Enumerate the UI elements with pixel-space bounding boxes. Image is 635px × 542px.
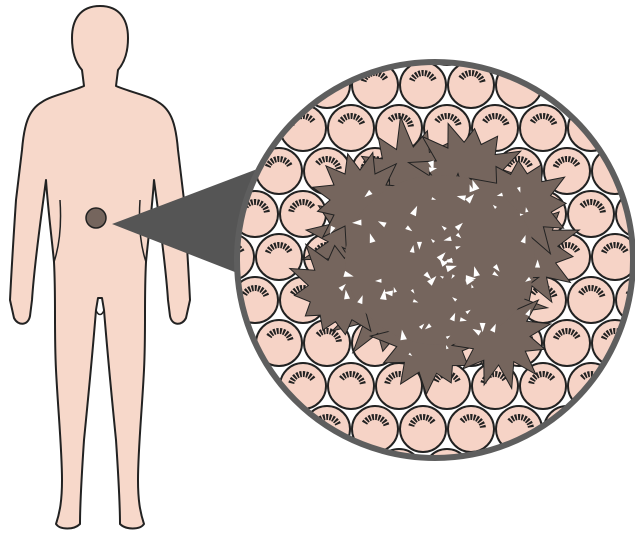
cell-icon [520,19,566,65]
cell-icon [256,148,302,194]
cell-icon [328,449,374,495]
cell-icon [328,363,374,409]
cell-icon [568,19,614,65]
cell-icon [592,62,635,108]
cell-icon [520,105,566,151]
magnified-view [184,19,635,495]
tissue-cells [184,19,635,495]
cell-icon [616,105,635,151]
cell-icon [232,449,278,495]
cell-icon [184,105,230,151]
cell-icon [208,62,254,108]
cell-icon [544,406,590,452]
cell-icon [520,449,566,495]
cell-icon [592,406,635,452]
cell-icon [544,320,590,366]
cell-icon [280,363,326,409]
cell-icon [208,406,254,452]
cell-icon [376,19,422,65]
cell-icon [256,62,302,108]
body-icon [10,6,190,529]
cell-icon [616,19,635,65]
cell-icon [616,363,635,409]
cell-icon [184,449,230,495]
cell-icon [328,105,374,151]
cell-icon [568,105,614,151]
cell-icon [328,19,374,65]
cell-icon [496,62,542,108]
cell-icon [568,449,614,495]
cell-icon [184,363,230,409]
cell-icon [280,19,326,65]
cell-icon [424,19,470,65]
cell-icon [280,449,326,495]
cell-icon [400,62,446,108]
cell-icon [400,406,446,452]
cell-icon [568,277,614,323]
cell-icon [232,19,278,65]
body-contour-line [96,310,104,315]
body-silhouette [10,6,190,529]
cell-icon [616,449,635,495]
lesion-marker-icon [86,208,106,228]
cell-icon [184,19,230,65]
cell-icon [592,234,635,280]
cell-icon [256,406,302,452]
cell-icon [472,19,518,65]
cell-icon [520,363,566,409]
cell-icon [448,406,494,452]
